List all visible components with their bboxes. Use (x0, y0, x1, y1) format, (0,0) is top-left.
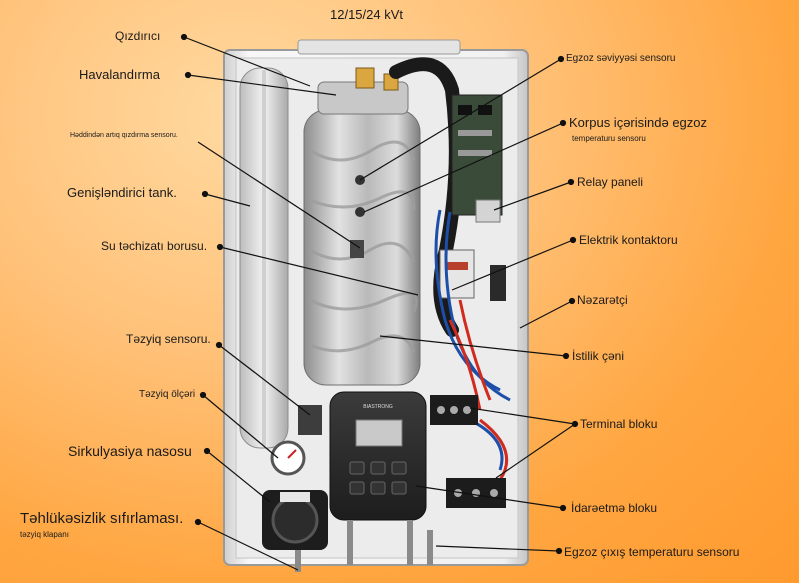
relay-board (451, 94, 503, 223)
label-terminal-block: Terminal bloku (580, 417, 658, 431)
label-overheat-sensor: Həddindən artıq qızdırma sensoru. (70, 132, 178, 139)
label-pressure-gauge: Təzyiq ölçəri (139, 389, 196, 400)
label-contactor: Elektrik kontaktoru (579, 233, 678, 247)
terminal-blocks (430, 395, 506, 508)
label-safety-reset: Təhlükəsizlik sıfırlaması. (20, 510, 184, 527)
label-circulation-pump: Sirkulyasiya nasosu (68, 443, 192, 459)
brand-text: BIASTRONG (363, 404, 393, 410)
circulation-pump (262, 490, 328, 550)
label-pressure-sensor: Təzyiq sensoru. (126, 332, 211, 346)
wires (434, 209, 511, 481)
label-control-unit: İdarəetmə bloku (571, 501, 658, 515)
label-pressure-valve: təzyiq klapanı (20, 530, 69, 539)
heating-tank (303, 67, 421, 386)
label-case-exhaust-sensor: Korpus içərisində egzoz (569, 115, 708, 130)
label-heater: Qızdırıcı (115, 29, 161, 43)
label-vent: Havalandırma (79, 67, 160, 82)
pressure-gauge (270, 405, 322, 476)
label-expansion-tank: Genişləndirici tank. (67, 185, 177, 200)
label-exhaust-outlet-sensor: Egzoz çıxış temperaturu sensoru (564, 545, 740, 559)
label-exhaust-level-sensor: Egzoz səviyyəsi sensoru (566, 53, 676, 64)
label-relay-panel: Relay paneli (577, 175, 644, 189)
leader-lines (180, 33, 579, 571)
label-controller: Nəzarətçi (577, 293, 628, 307)
label-case-exhaust-sensor-sub: temperaturu sensoru (572, 134, 646, 143)
control-panel (329, 391, 427, 521)
diagram-title: 12/15/24 kVt (330, 7, 403, 22)
label-water-supply-pipe: Su təchizatı borusu. (101, 239, 208, 253)
bottom-pipes (295, 520, 433, 572)
label-heating-tank: İstilik çəni (572, 349, 625, 363)
